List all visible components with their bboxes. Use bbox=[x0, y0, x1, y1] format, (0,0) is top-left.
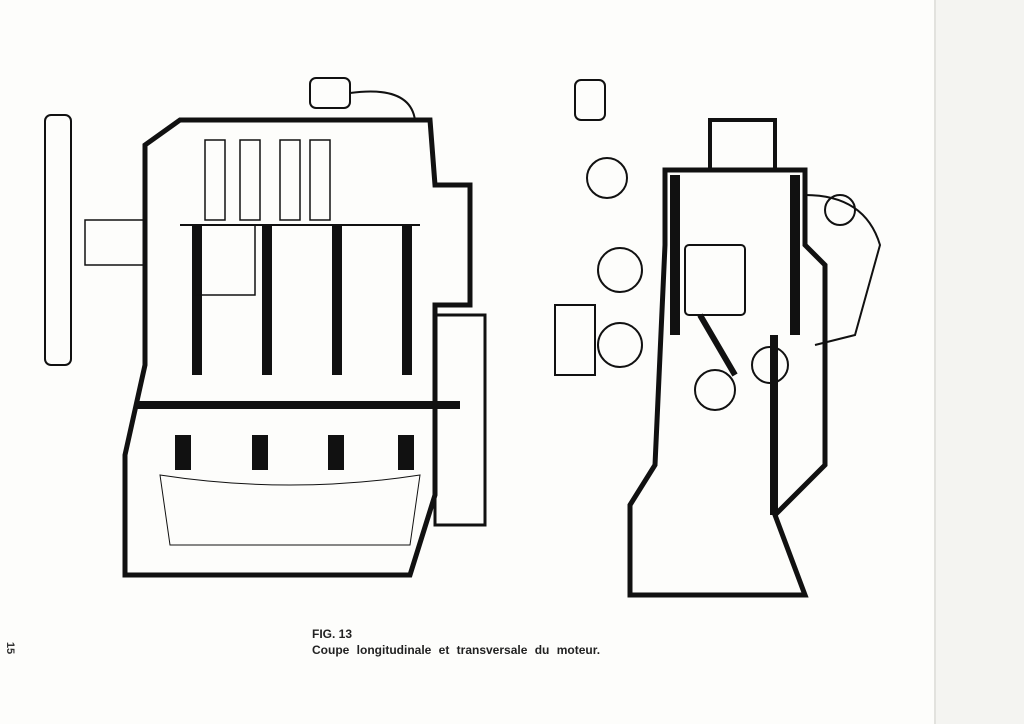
accessory-pulley bbox=[586, 157, 628, 199]
page-edge bbox=[934, 0, 1024, 724]
longitudinal-section-drawing bbox=[44, 77, 487, 578]
piston bbox=[194, 224, 256, 296]
oil-sump bbox=[159, 474, 421, 546]
main-bearings bbox=[175, 435, 414, 470]
piston bbox=[684, 244, 746, 316]
fuel-pipe bbox=[349, 90, 416, 121]
fuel-filter bbox=[554, 304, 596, 376]
auxiliary-gear bbox=[597, 322, 643, 368]
figure-title: Coupe longitudinale et transversale du m… bbox=[312, 643, 601, 657]
injection-pump-gear bbox=[597, 247, 643, 293]
connecting-rod bbox=[697, 313, 738, 377]
manifold-port bbox=[824, 194, 856, 226]
flywheel bbox=[433, 313, 487, 527]
page-number: 15 bbox=[4, 641, 17, 655]
crankshaft-journal bbox=[694, 369, 736, 411]
figure-label: FIG. 13 bbox=[312, 627, 353, 641]
transverse-section-drawing bbox=[554, 79, 882, 598]
valves bbox=[204, 139, 331, 221]
water-pump bbox=[84, 219, 146, 266]
filter-housing bbox=[574, 79, 606, 121]
filter-housing bbox=[309, 77, 351, 109]
figure-caption: FIG. 13 Coupe longitudinale et transvers… bbox=[312, 626, 600, 658]
cylinder-head bbox=[708, 118, 777, 172]
engine-block-outline bbox=[627, 167, 828, 598]
cylinder-walls bbox=[670, 175, 800, 515]
intake-manifold bbox=[804, 194, 882, 346]
cylinder-walls bbox=[192, 225, 412, 375]
engine-block-outline bbox=[122, 117, 473, 578]
fan-blade bbox=[44, 114, 72, 366]
